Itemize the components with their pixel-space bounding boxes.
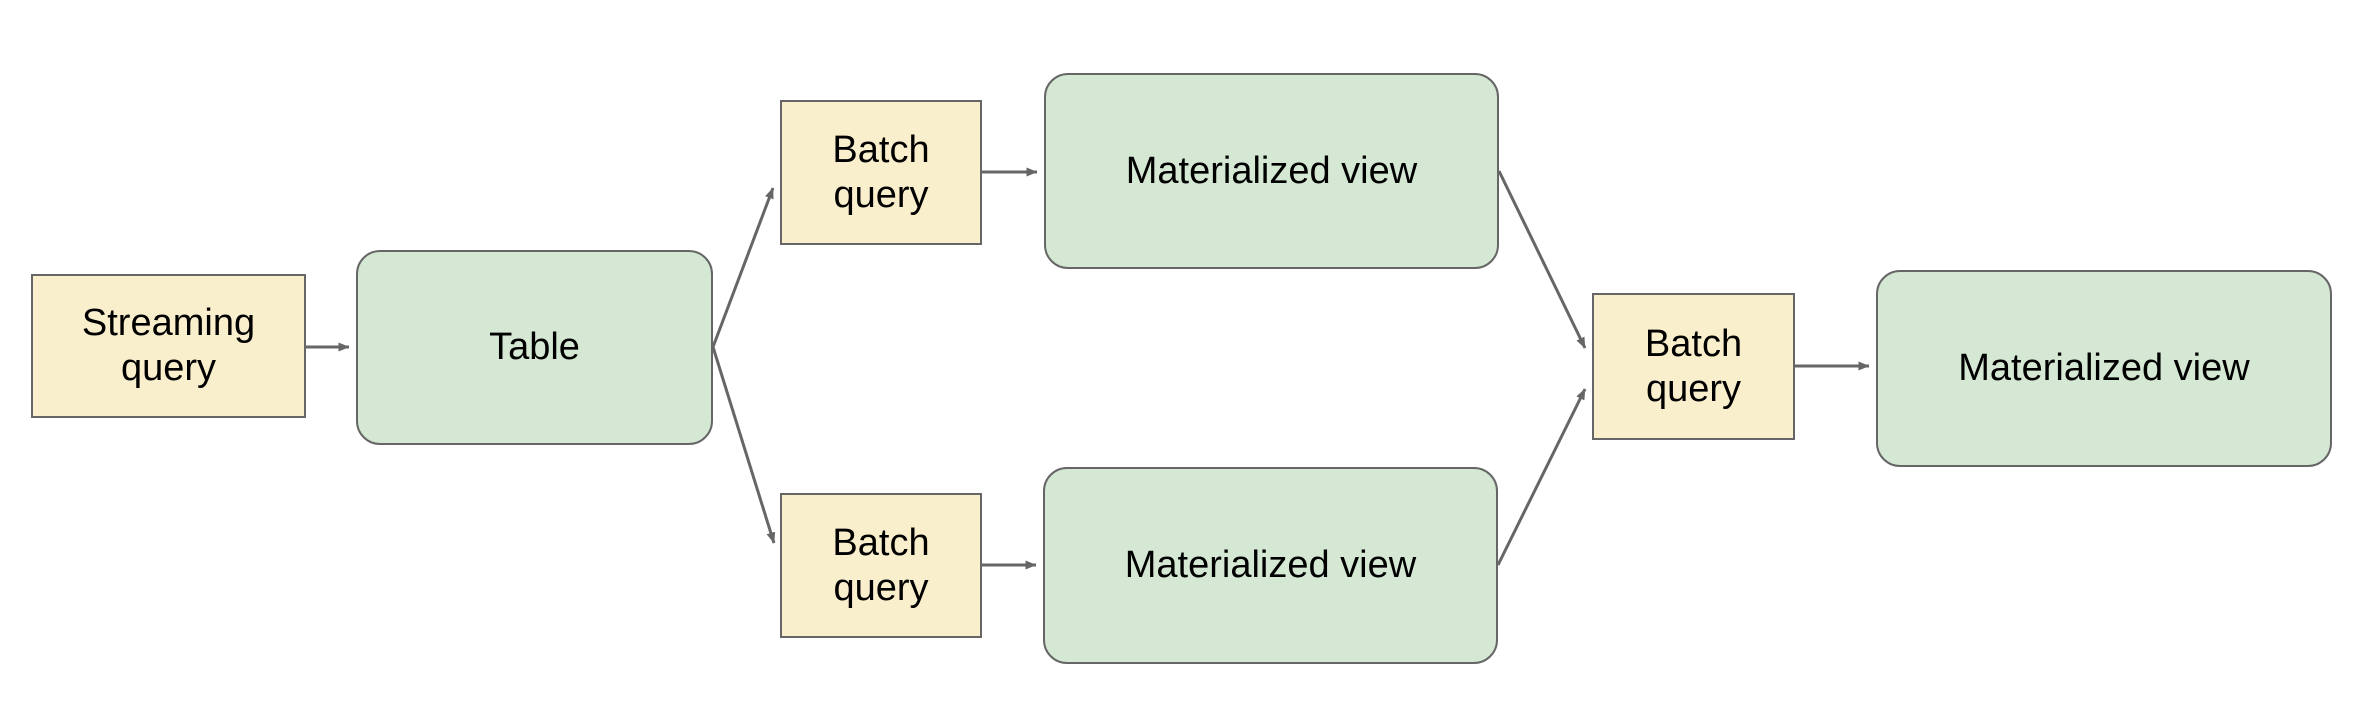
node-streaming-query[interactable]: Streaming query: [31, 274, 306, 418]
node-batch-query-bottom[interactable]: Batch query: [780, 493, 982, 638]
edge-table-to-batch-query-bottom: [711, 346, 776, 544]
node-materialized-view-top[interactable]: Materialized view: [1044, 73, 1499, 269]
node-materialized-view-final[interactable]: Materialized view: [1876, 270, 2332, 467]
node-table[interactable]: Table: [356, 250, 713, 445]
edge-materialized-view-bottom-to-batch-query-merge: [1496, 388, 1587, 566]
edge-materialized-view-top-to-batch-query-merge: [1497, 170, 1587, 349]
node-materialized-view-bottom[interactable]: Materialized view: [1043, 467, 1498, 664]
node-batch-query-top[interactable]: Batch query: [780, 100, 982, 245]
node-batch-query-merge[interactable]: Batch query: [1592, 293, 1795, 440]
edge-table-to-batch-query-top: [711, 187, 775, 348]
